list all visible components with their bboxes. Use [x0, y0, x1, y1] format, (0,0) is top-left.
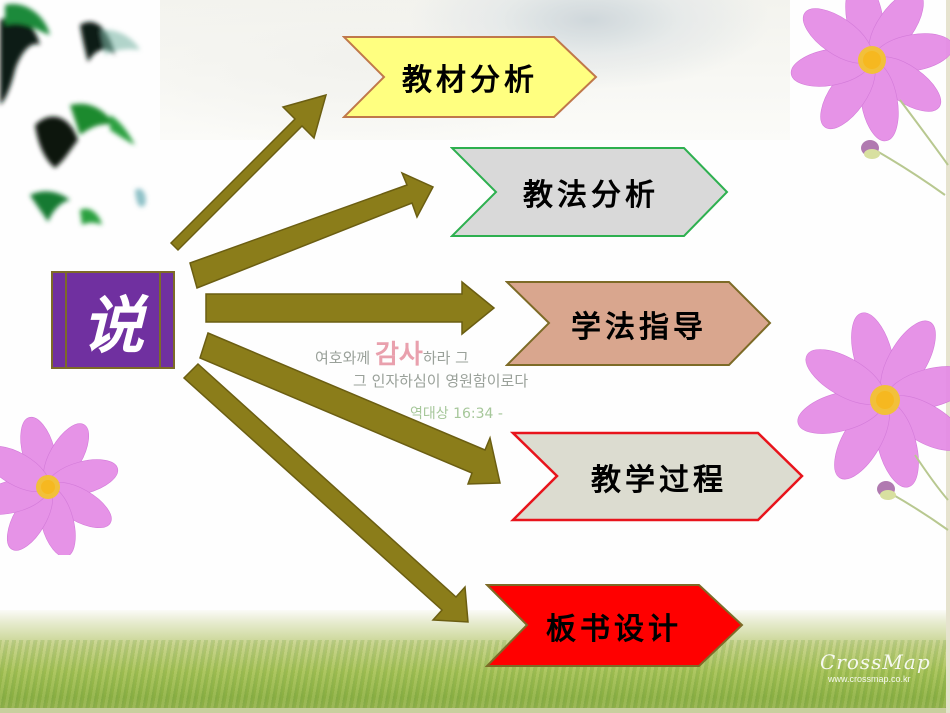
chevron-item-1[interactable]: 教材分析: [342, 35, 598, 119]
chevron-item-2[interactable]: 教法分析: [450, 146, 730, 238]
chevron-shape-icon: [450, 147, 729, 237]
chevron-shape-icon: [510, 431, 804, 522]
chevron-shape-icon: [485, 584, 744, 667]
flower-top-right-icon: [790, 0, 950, 196]
chevron-item-5[interactable]: 板书设计: [485, 583, 745, 668]
scroll-bar-left: [65, 273, 67, 367]
watermark-logo: CrossMap: [820, 650, 931, 674]
chevron-item-4[interactable]: 教学过程: [510, 430, 805, 523]
background-verse-reference: 역대상 16:34 -: [410, 406, 503, 422]
arrow-to-item-5-icon: [182, 362, 469, 623]
scroll-bar-right: [159, 273, 161, 367]
chevron-label: 教材分析: [402, 63, 538, 98]
chevron-label: 学法指导: [571, 309, 707, 345]
crossmap-watermark: CrossMap www.crossmap.co.kr: [820, 650, 931, 684]
background-verse-line-1: 여호와께 감사하라 그: [315, 340, 469, 370]
center-title-box: 说: [51, 271, 175, 369]
chevron-shape-icon: [342, 36, 598, 118]
bottom-edge: [0, 708, 950, 713]
arrow-to-item-1-icon: [169, 93, 328, 252]
center-title-char: 说: [81, 289, 144, 362]
grass-texture: [0, 640, 950, 710]
chevron-item-3[interactable]: 学法指导: [505, 280, 773, 367]
chevron-label: 教学过程: [591, 462, 727, 498]
flower-right-icon: [797, 312, 950, 531]
chevron-label: 教法分析: [523, 178, 659, 213]
arrow-to-item-3-icon: [205, 280, 496, 336]
watermark-url: www.crossmap.co.kr: [828, 674, 911, 684]
grass-background: [0, 610, 950, 713]
chevron-shape-icon: [505, 281, 772, 366]
arrow-to-item-2-icon: [189, 171, 435, 290]
chevron-label: 板书设计: [546, 611, 682, 647]
background-verse-line-2: 그 인자하심이 영원함이로다: [353, 372, 529, 390]
leaves-decoration-icon: [0, 4, 146, 225]
flower-left-icon: [0, 416, 119, 555]
right-edge: [946, 0, 950, 713]
arrow-to-item-4-icon: [199, 331, 501, 485]
